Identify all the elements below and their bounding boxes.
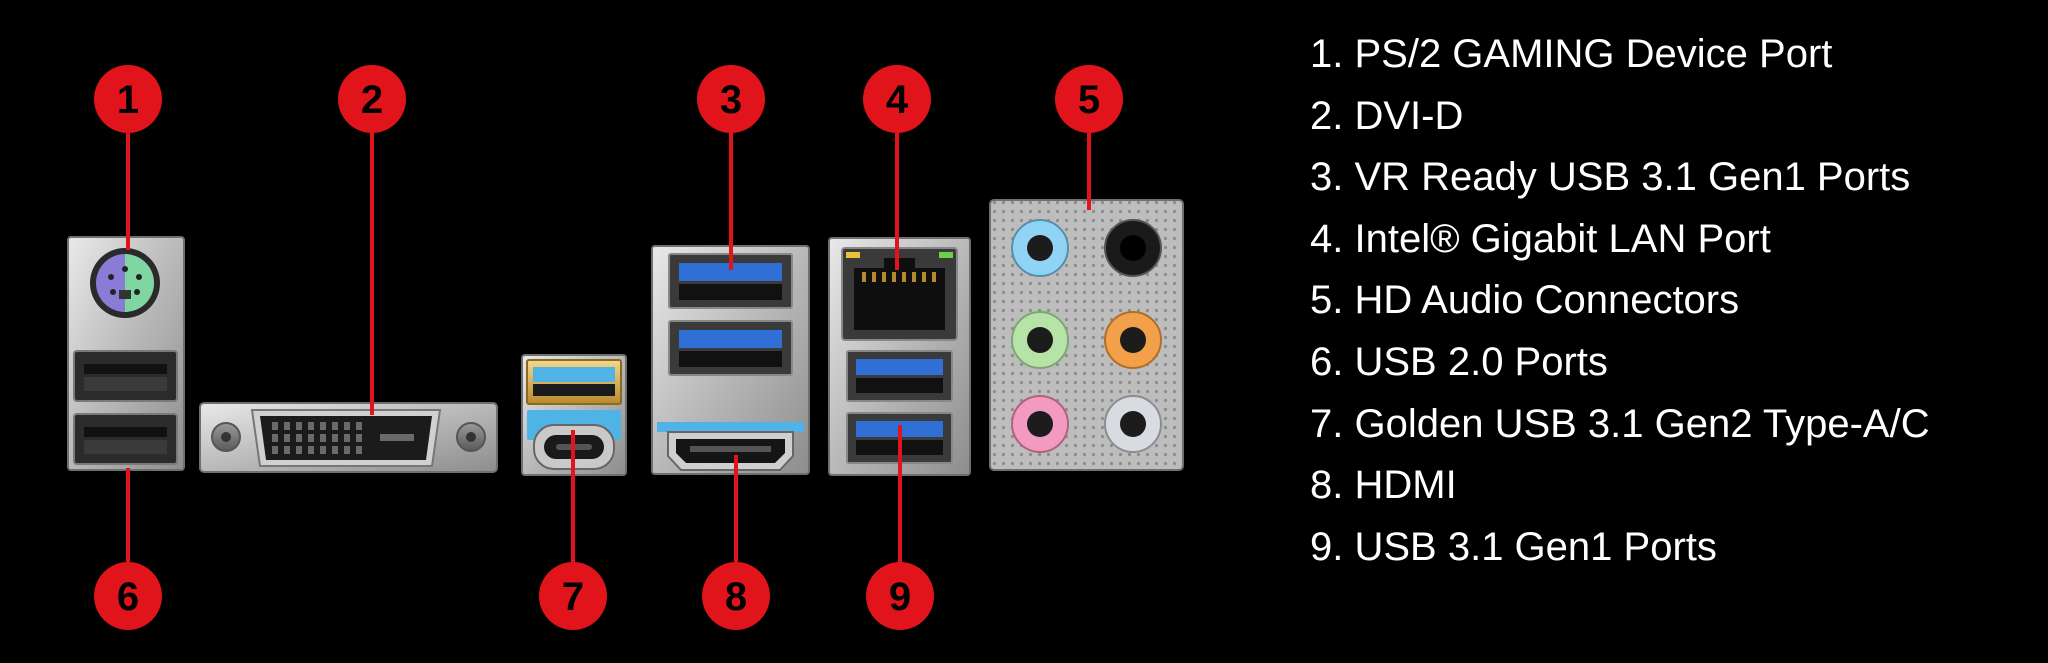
legend-item-4: 4. Intel® Gigabit LAN Port: [1310, 216, 1771, 261]
audio-jack-pink: [1011, 395, 1069, 453]
callout-badge-7: 7: [539, 562, 607, 630]
callout-number-2: 2: [361, 78, 383, 122]
lan-port: [841, 247, 958, 341]
io-ports-illustration: 1 2 3 4 5 6 7 8: [67, 65, 1184, 630]
callout-badge-1: 1: [94, 65, 162, 133]
callout-number-3: 3: [720, 78, 742, 122]
legend-item-9: 9. USB 3.1 Gen1 Ports: [1310, 524, 1717, 569]
legend-item-7: 7. Golden USB 3.1 Gen2 Type-A/C: [1310, 401, 1930, 446]
vr-usb-port-top: [668, 253, 793, 309]
usb2-port-bottom: [73, 413, 178, 465]
usb-vr-hdmi-stack: [651, 245, 810, 475]
hd-audio-connectors: [989, 199, 1184, 471]
legend-item-1: 1. PS/2 GAMING Device Port: [1310, 32, 1833, 76]
callout-number-6: 6: [117, 575, 139, 619]
usb2-port-top: [73, 350, 178, 402]
usb-gen2-type-c-port: [527, 410, 621, 470]
callout-leader-lines: [126, 133, 1091, 562]
usb-gen1-port-top: [846, 350, 953, 402]
callout-badge-5: 5: [1055, 65, 1123, 133]
callout-number-7: 7: [562, 575, 584, 619]
callout-badge-3: 3: [697, 65, 765, 133]
callout-number-8: 8: [725, 575, 747, 619]
callout-number-9: 9: [889, 575, 911, 619]
callout-badge-6: 6: [94, 562, 162, 630]
ps2-usb2-port-stack: [67, 236, 185, 471]
legend-item-8: 8. HDMI: [1310, 463, 1457, 508]
usb-gen2-type-a-c-stack: [521, 354, 627, 476]
legend-item-5: 5. HD Audio Connectors: [1310, 278, 1740, 323]
audio-jack-orange: [1104, 311, 1162, 369]
hdmi-port: [667, 431, 794, 471]
audio-jack-green: [1011, 311, 1069, 369]
callout-badge-9: 9: [866, 562, 934, 630]
legend-item-3: 3. VR Ready USB 3.1 Gen1 Ports: [1310, 155, 1911, 200]
audio-jack-blue: [1011, 219, 1069, 277]
legend-item-2: 2. DVI-D: [1310, 93, 1464, 138]
dvi-d-port: [199, 402, 498, 473]
callout-badge-2: 2: [338, 65, 406, 133]
callout-badge-8: 8: [702, 562, 770, 630]
ps2-green-half: [125, 254, 154, 312]
legend-item-6: 6. USB 2.0 Ports: [1310, 339, 1608, 384]
ps2-port: [90, 248, 160, 318]
port-legend: 1. PS/2 GAMING Device Port 2. DVI-D 3. V…: [1310, 24, 1930, 578]
usb-gen2-type-a-port: [526, 359, 622, 405]
vr-usb-port-bottom: [668, 320, 793, 376]
callout-number-4: 4: [886, 78, 909, 122]
callout-number-1: 1: [117, 78, 139, 122]
audio-jack-black: [1104, 219, 1162, 277]
callout-badge-4: 4: [863, 65, 931, 133]
callout-number-5: 5: [1078, 78, 1100, 122]
audio-jack-grey: [1104, 395, 1162, 453]
